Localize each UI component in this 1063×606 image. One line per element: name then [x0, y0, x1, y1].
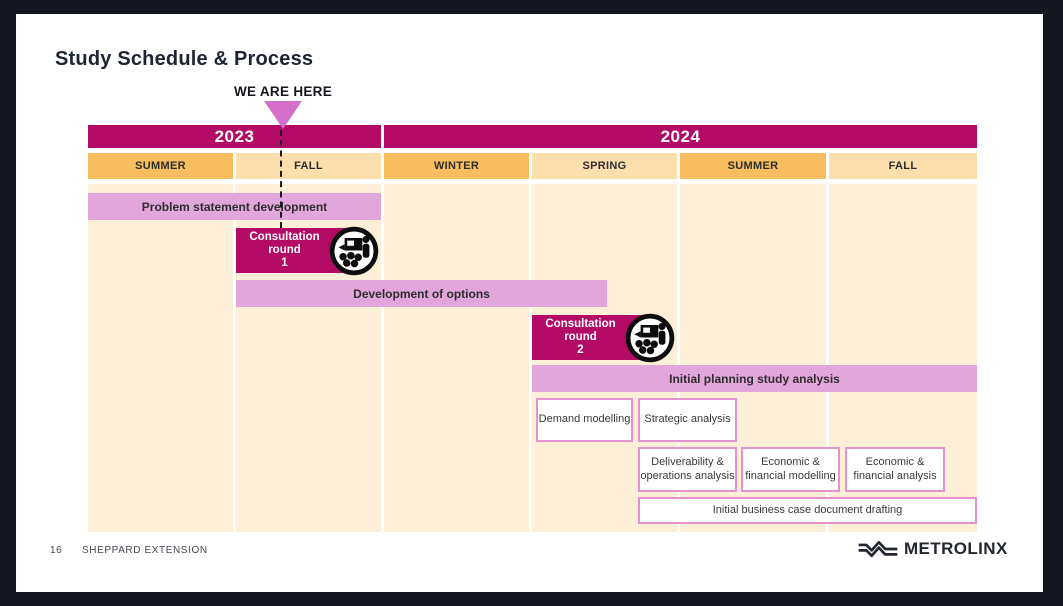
consultation-1-line: round: [268, 243, 301, 256]
season-header-winter-2024: WINTER: [384, 153, 529, 179]
page-title: Study Schedule & Process: [55, 48, 314, 70]
consultation-2-line: 2: [577, 344, 584, 357]
task-bar-initial-planning-study-analysis: Initial planning study analysis: [532, 365, 977, 392]
year-header-2024: 2024: [384, 125, 977, 148]
task-bar-development-of-options: Development of options: [236, 280, 607, 307]
task-box-demand-modelling: Demand modelling: [536, 398, 633, 442]
consultation-2-line: Consultation: [545, 317, 616, 330]
task-box-economic-financial-analysis: Economic & financial analysis: [845, 447, 945, 492]
project-name: SHEPPARD EXTENSION: [82, 545, 208, 556]
season-header-fall-2024: FALL: [829, 153, 977, 179]
we-are-here-triangle-icon: [264, 101, 302, 129]
consultation-1-line: Consultation: [249, 230, 320, 243]
season-header-fall-2023: FALL: [236, 153, 381, 179]
year-header-2023: 2023: [88, 125, 381, 148]
consultation-1-line: 1: [281, 257, 288, 270]
brand-logo: METROLINX: [858, 539, 1008, 559]
task-bar-initial-business-case-drafting: Initial business case document drafting: [638, 497, 977, 524]
brand-name: METROLINX: [904, 539, 1008, 558]
task-box-deliverability-operations-analysis: Deliverability & operations analysis: [638, 447, 737, 492]
consultation-2-line: round: [564, 330, 597, 343]
we-are-here-dashed-line: [280, 130, 282, 228]
season-header-summer-2023: SUMMER: [88, 153, 233, 179]
page-number: 16: [50, 545, 63, 556]
season-header-spring-2024: SPRING: [532, 153, 677, 179]
public-meeting-icon: [329, 226, 379, 281]
public-meeting-icon: [625, 313, 675, 368]
task-box-strategic-analysis: Strategic analysis: [638, 398, 737, 442]
task-bar-problem-statement: Problem statement development: [88, 193, 381, 220]
we-are-here-label: WE ARE HERE: [233, 84, 333, 99]
season-header-summer-2024: SUMMER: [680, 153, 826, 179]
grid-column: [384, 184, 529, 532]
metrolinx-mark-icon: [858, 540, 898, 558]
task-box-economic-financial-modelling: Economic & financial modelling: [741, 447, 840, 492]
grid-column: [88, 184, 233, 532]
